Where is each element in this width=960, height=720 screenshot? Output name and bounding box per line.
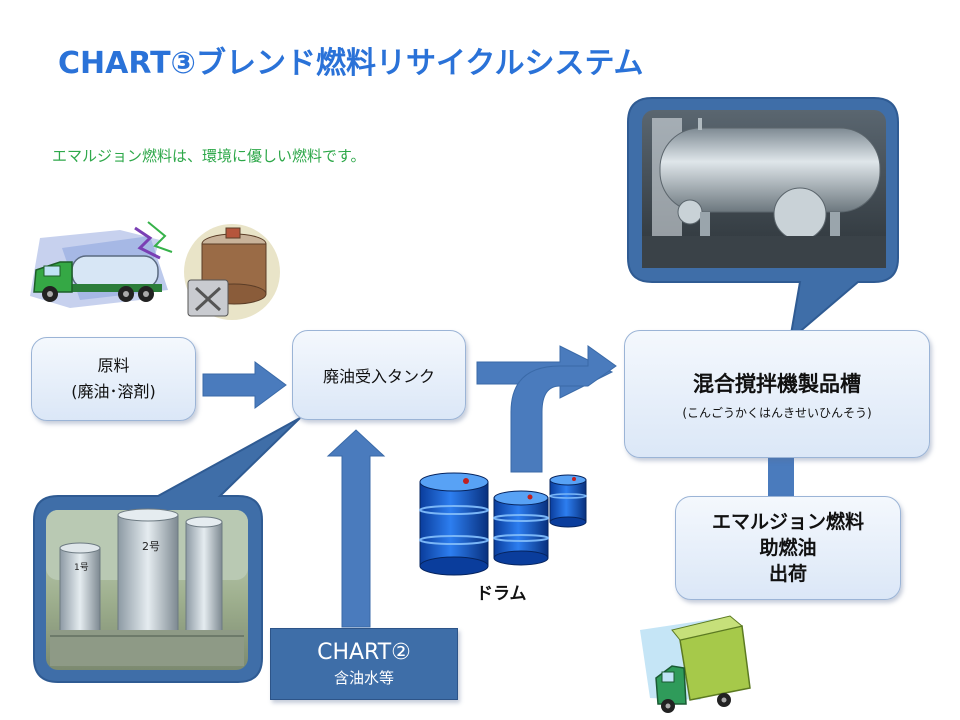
page-title: CHART③ブレンド燃料リサイクルシステム (58, 46, 644, 81)
arrow-drums-to-mix (510, 345, 617, 473)
storage-tanks-photo-callout: 2号 1号 (33, 417, 301, 683)
connector-mix-to-output (768, 458, 794, 498)
raw-material-node: 原料 (廃油･溶剤) (31, 337, 196, 421)
mixing-tank-label: 混合撹拌機製品槽 (693, 371, 861, 396)
drums-icon (419, 472, 587, 576)
chart2-subtitle: 含油水等 (333, 669, 394, 687)
output-line-auxiliary: 助燃油 (759, 537, 817, 559)
arrow-raw-to-tank (202, 361, 287, 409)
mixing-tank-photo (642, 118, 886, 268)
mixing-tank-reading: (こんごうかくはんきせいひんそう) (682, 405, 872, 420)
raw-material-detail: (廃油･溶剤) (71, 382, 156, 401)
waste-oil-tank-node: 廃油受入タンク (292, 330, 466, 420)
tank-truck-icon (30, 221, 173, 308)
arrow-chart2-to-tank (326, 429, 386, 628)
output-line-shipping: 出荷 (768, 563, 807, 585)
drum-label: ドラム (476, 584, 527, 604)
raw-material-label: 原料 (97, 356, 130, 375)
delivery-truck-icon (640, 615, 751, 713)
mixing-tank-photo-callout (627, 97, 899, 343)
page-subtitle: エマルジョン燃料は、環境に優しい燃料です。 (52, 147, 366, 165)
mixing-tank-node: 混合撹拌機製品槽 (こんごうかくはんきせいひんそう) (624, 330, 930, 458)
output-line-emulsion: エマルジョン燃料 (711, 511, 864, 533)
waste-oil-tank-label: 廃油受入タンク (322, 367, 435, 386)
chart2-node[interactable]: CHART② 含油水等 (270, 628, 458, 700)
oil-can-icon (184, 224, 280, 320)
svg-text:1号: 1号 (74, 562, 89, 573)
output-node: エマルジョン燃料 助燃油 出荷 (675, 496, 901, 600)
storage-tanks-photo: 2号 1号 (46, 508, 248, 666)
chart2-title: CHART② (317, 640, 411, 665)
svg-text:2号: 2号 (142, 540, 160, 553)
